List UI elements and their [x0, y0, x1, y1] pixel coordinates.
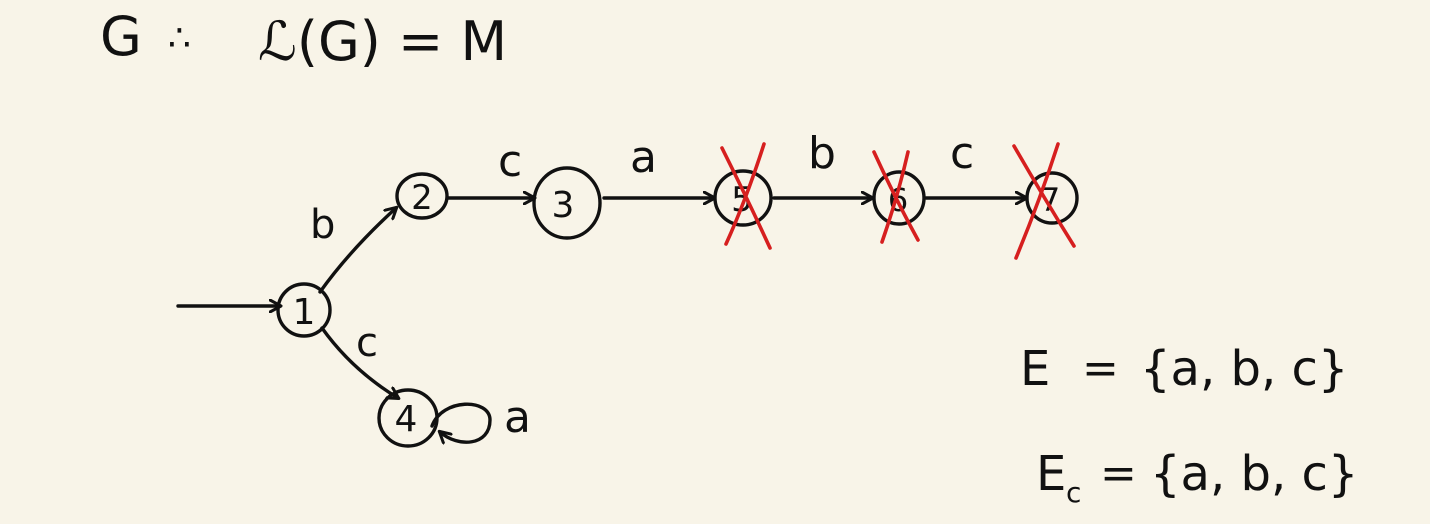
edge-label-5-6: b — [808, 128, 836, 179]
state-2-label: 2 — [411, 178, 433, 218]
state-4-label: 4 — [395, 399, 418, 440]
header-language-expression: ℒ(G) = M — [258, 10, 507, 73]
edge-label-1-4: c — [356, 320, 378, 366]
edge-1-4 — [320, 326, 398, 398]
state-3-label: 3 — [552, 185, 575, 226]
edge-label-3-5: a — [630, 132, 657, 183]
edge-label-6-7: c — [950, 128, 974, 179]
set-e-value: {a, b, c} — [1140, 341, 1348, 397]
state-5: 5 — [713, 169, 773, 227]
cross-mark-state-6 — [872, 150, 920, 244]
state-3: 3 — [532, 166, 602, 240]
state-1: 1 — [276, 282, 332, 338]
edge-label-2-3: c — [498, 136, 522, 187]
set-ec-name: E — [1036, 446, 1066, 502]
set-ec: E c = {a, b, c} — [1036, 446, 1358, 509]
edge-label-4-4: a — [504, 392, 531, 443]
state-7: 7 — [1025, 171, 1079, 225]
state-2: 2 — [395, 172, 449, 220]
set-e-name: E — [1020, 341, 1050, 397]
state-4: 4 — [377, 388, 439, 448]
edge-1-2 — [318, 208, 396, 294]
cross-mark-state-7 — [1012, 142, 1076, 260]
header-separator: ∴ — [168, 18, 191, 59]
state-6: 6 — [872, 170, 926, 226]
edge-4-4-self-loop — [430, 402, 492, 442]
set-ec-value: {a, b, c} — [1150, 446, 1358, 502]
set-ec-subscript: c — [1066, 476, 1081, 509]
set-e-equals: = — [1082, 343, 1119, 394]
set-e: E = {a, b, c} — [1020, 341, 1348, 397]
state-7-label: 7 — [1040, 181, 1060, 219]
header-g-label: G — [100, 5, 142, 68]
cross-mark-state-5 — [720, 142, 772, 250]
state-1-label: 1 — [293, 292, 316, 333]
set-ec-equals: = — [1100, 448, 1137, 499]
edge-label-1-2: b — [310, 202, 335, 248]
